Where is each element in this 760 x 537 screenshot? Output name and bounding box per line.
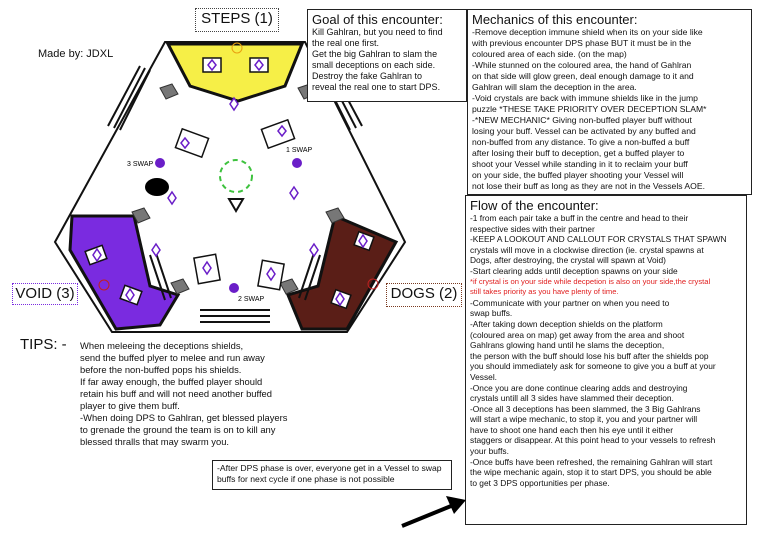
black-blob [145,178,169,196]
void-label: VOID (3) [12,283,78,305]
corner-blocks [131,83,345,295]
mechanics-body: -Remove deception immune shield when its… [472,27,707,191]
goal-box: Goal of this encounter: Kill Gahlran, bu… [307,9,467,102]
swap-2-label: 2 SWAP [238,296,265,303]
note-box: -After DPS phase is over, everyone get i… [212,460,452,490]
goal-title: Goal of this encounter: [312,12,443,27]
void-zone [68,214,181,331]
swap-2-marker [229,283,239,293]
center-green-ring [219,159,253,193]
arrow-to-flow [401,496,466,528]
tips-body: When meleeing the deceptions shields, se… [80,340,288,447]
flow-body-b: -Communicate with your partner on when y… [470,297,716,488]
steps-label: STEPS (1) [195,8,279,32]
note-body: -After DPS phase is over, everyone get i… [217,463,442,484]
swap-3-marker [155,158,165,168]
steps-red-marker [231,42,243,54]
dogs-red-marker [367,278,379,290]
swap-1-marker [292,158,302,168]
flow-box: Flow of the encounter: -1 from each pair… [465,195,747,525]
flow-title: Flow of the encounter: [470,198,599,213]
void-red-marker [98,279,110,291]
flow-body-red: *if crystal is on your side while decpet… [470,276,711,297]
goal-body: Kill Gahlran, but you need to find the r… [312,27,443,92]
crystal-markers [92,58,368,307]
made-by: Made by: JDXL [38,48,114,60]
dogs-label: DOGS (2) [386,283,462,307]
flow-body-a: -1 from each pair take a buff in the cen… [470,213,727,276]
swap-3-label: 3 SWAP [127,161,154,168]
mechanics-title: Mechanics of this encounter: [472,12,638,27]
mechanics-box: Mechanics of this encounter: -Remove dec… [467,9,752,195]
center-triangle [227,198,245,213]
tips-heading: TIPS: - [20,336,67,353]
swap-1-label: 1 SWAP [286,147,313,154]
